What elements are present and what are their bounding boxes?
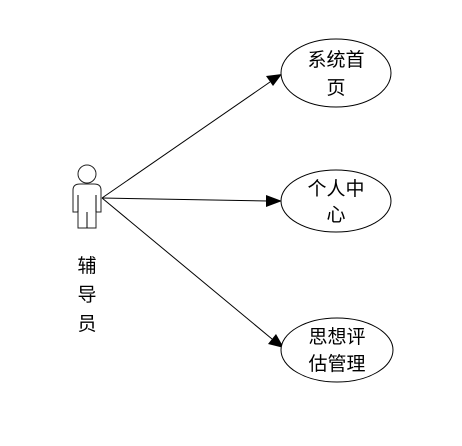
actor-label-line-2: 导 <box>77 284 96 306</box>
actor-label-line-1: 辅 <box>77 255 96 277</box>
arrowhead-ideology-assessment <box>268 334 284 348</box>
usecase-ideology-assessment-line-1: 思想评 <box>308 326 365 348</box>
associations <box>101 74 284 348</box>
arrowhead-personal-center <box>266 195 282 207</box>
actor-head <box>77 164 97 184</box>
arrowhead-system-home <box>266 74 282 86</box>
usecase-personal-center-ellipse <box>280 169 392 233</box>
actor-label-line-3: 员 <box>77 313 96 335</box>
edge-to-personal-center <box>101 197 269 202</box>
actor-figure[interactable] <box>72 164 102 229</box>
usecase-personal-center[interactable]: 个人中 心 <box>280 169 392 233</box>
edge-to-ideology-assessment <box>101 197 273 340</box>
usecase-system-home-line-2: 页 <box>326 77 345 99</box>
usecase-system-home-ellipse <box>280 38 392 108</box>
usecase-ideology-assessment-line-2: 估管理 <box>308 353 365 375</box>
usecase-personal-center-line-2: 心 <box>326 204 345 226</box>
actor-label: 辅 导 员 <box>77 255 96 335</box>
usecase-ideology-assessment-ellipse <box>280 317 394 383</box>
edge-to-system-home <box>101 81 271 199</box>
actor-body <box>72 183 102 229</box>
usecase-system-home-line-1: 系统首 <box>307 49 364 71</box>
usecase-personal-center-line-1: 个人中 <box>307 178 364 200</box>
usecase-system-home[interactable]: 系统首 页 <box>280 38 392 108</box>
usecase-ideology-assessment[interactable]: 思想评 估管理 <box>280 317 394 383</box>
